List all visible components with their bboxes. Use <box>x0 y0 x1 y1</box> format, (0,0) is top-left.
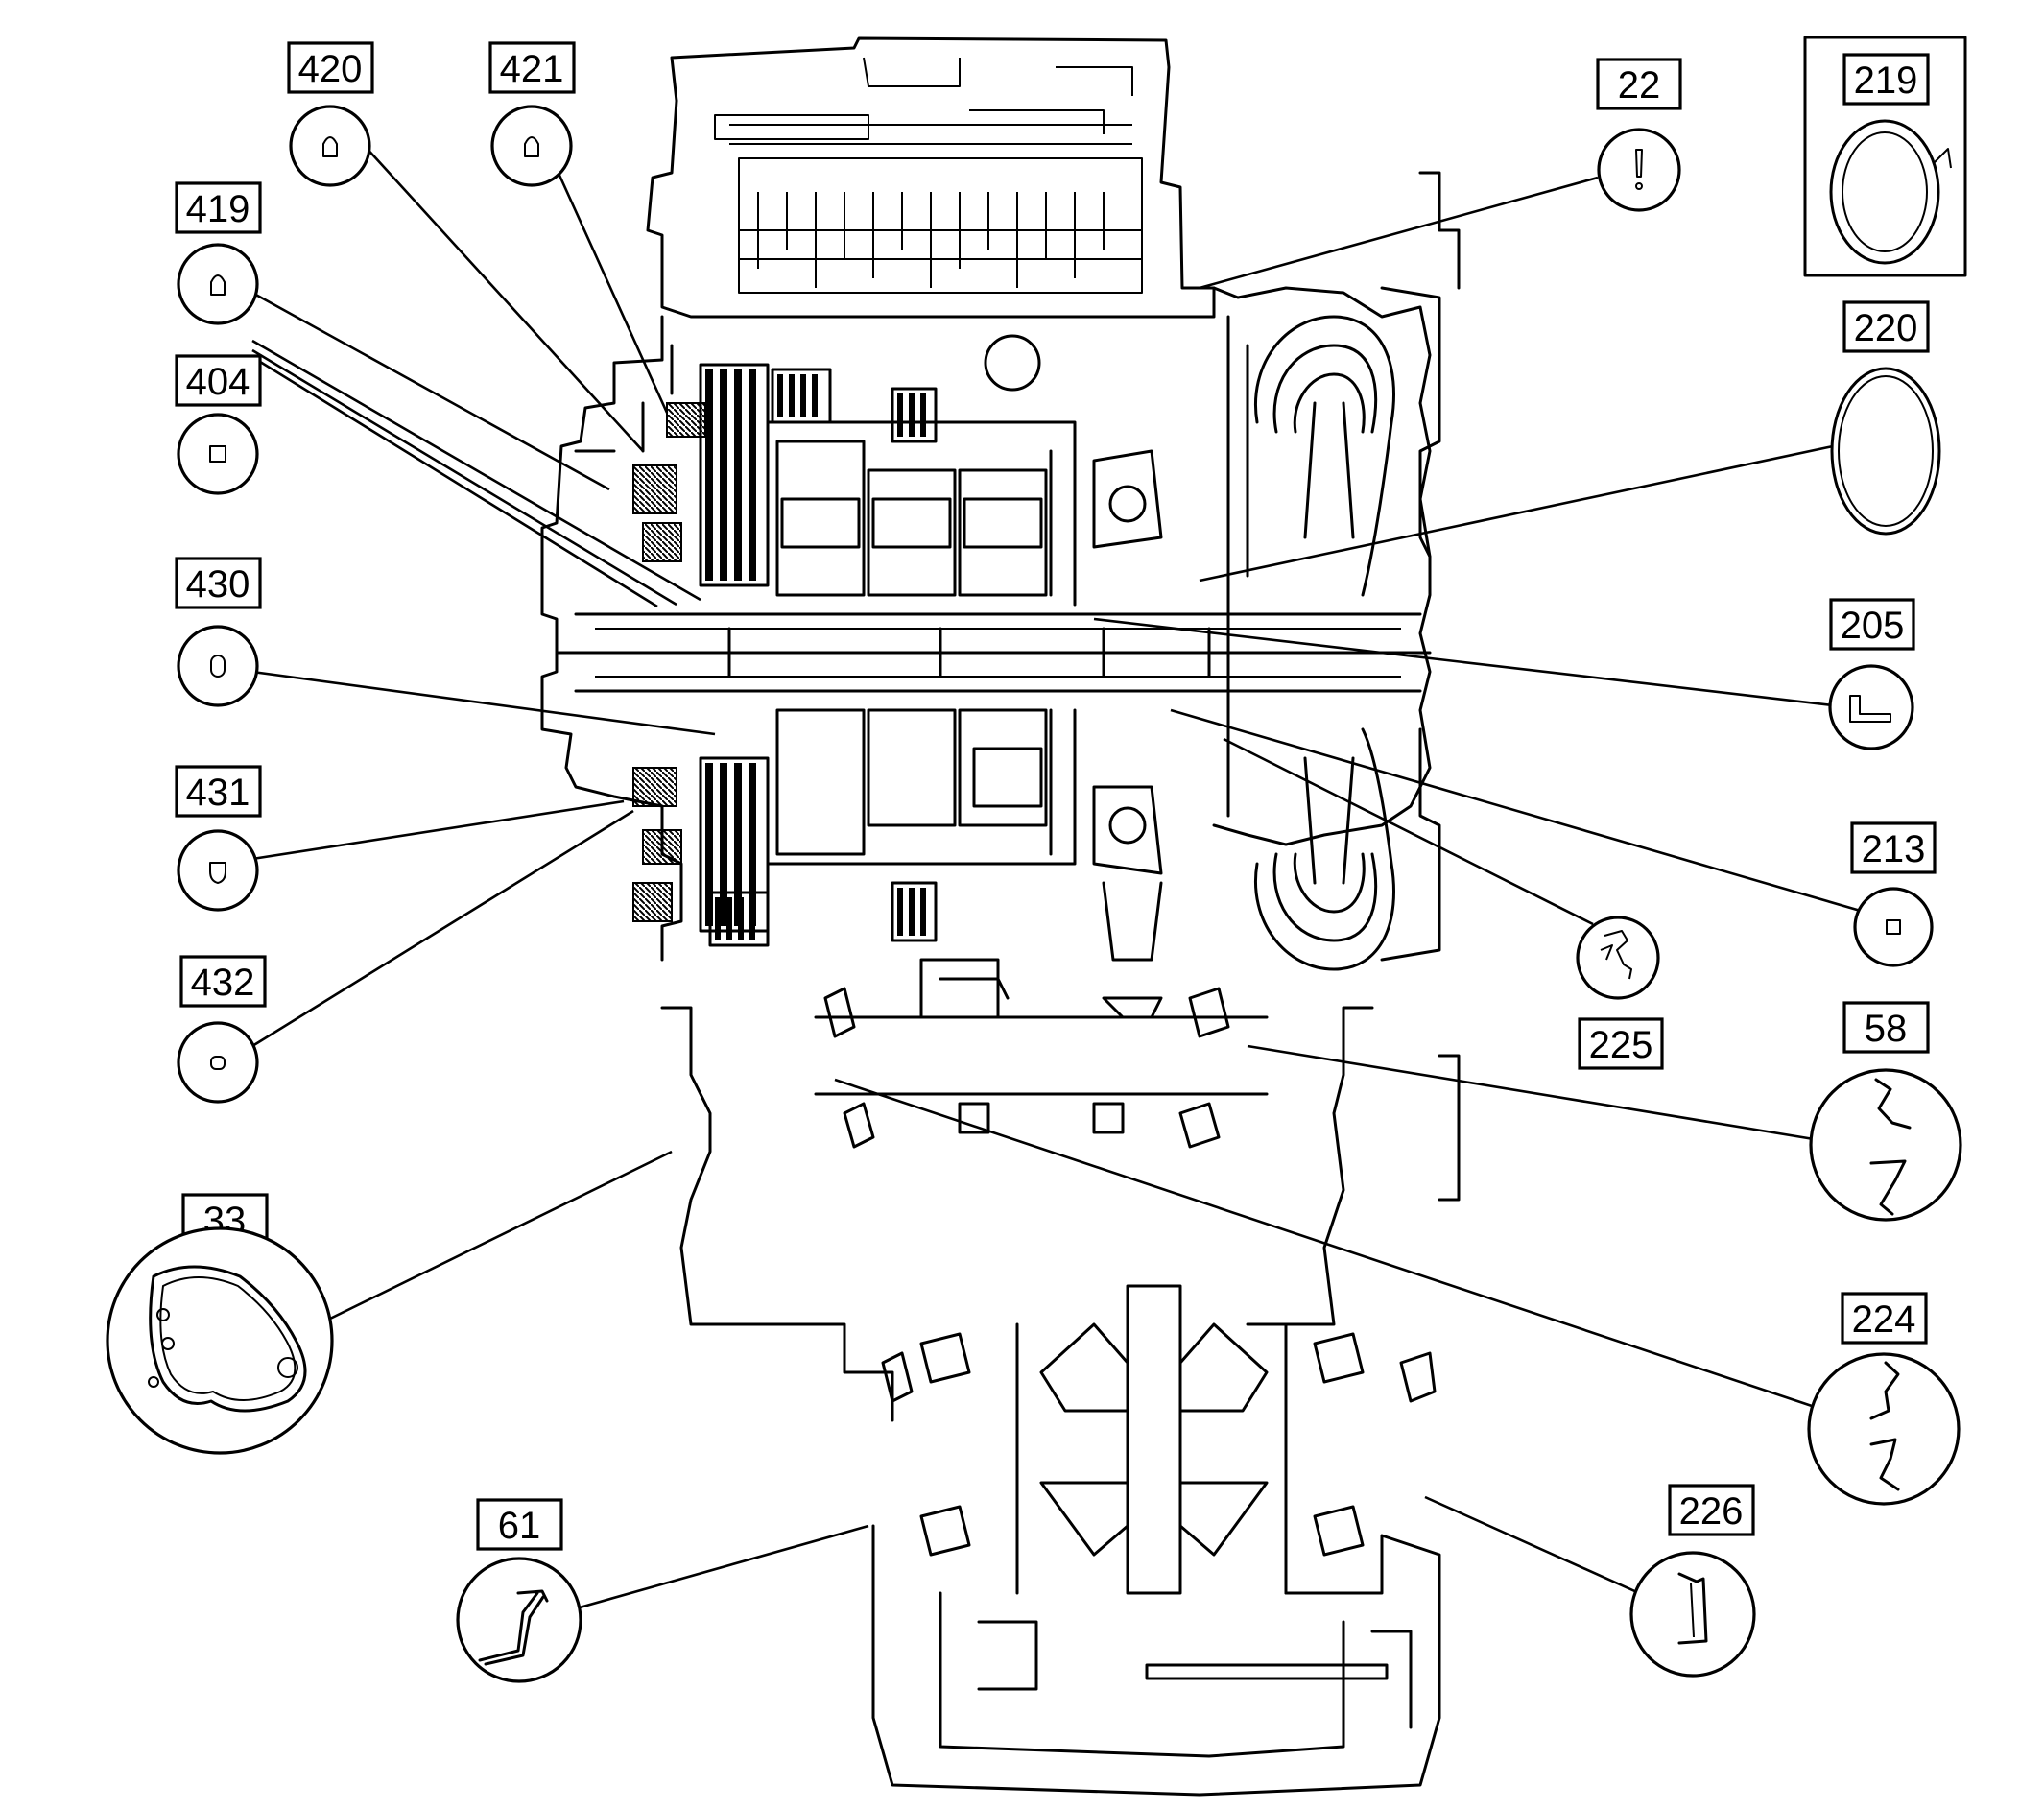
callout-430-number: 430 <box>186 563 250 606</box>
axle-seal-icon <box>456 1557 582 1683</box>
callout-22-number: 22 <box>1618 64 1661 107</box>
seal-oval-icon <box>177 625 259 707</box>
main-shaft <box>574 612 1422 693</box>
upper-planetary-sets <box>766 420 1077 607</box>
callout-22: 22 <box>1596 58 1682 212</box>
upper-clutch-pack <box>632 363 938 587</box>
callout-420: 420 <box>287 41 374 187</box>
callout-419-number: 419 <box>186 188 250 230</box>
callout-220: 220 <box>1830 300 1941 536</box>
callout-219-frame <box>1803 36 1967 277</box>
snap-ring-icon <box>1829 119 1940 265</box>
callout-226-number: 226 <box>1679 1490 1744 1533</box>
lower-planetary-sets <box>766 708 1077 866</box>
callout-205-number: 205 <box>1841 605 1905 647</box>
lip-seal-pair-icon <box>1809 1068 1962 1222</box>
valve-body-cover <box>670 36 1216 319</box>
transmission-assembly <box>540 36 1461 1797</box>
callout-220-number: 220 <box>1854 307 1918 349</box>
callout-224: 224 <box>1807 1292 1961 1506</box>
torque-converter-housing <box>1212 286 1432 846</box>
callout-421: 421 <box>488 41 576 187</box>
differential <box>919 1284 1365 1595</box>
callout-431-number: 431 <box>186 772 250 814</box>
final-drive-housing <box>660 1006 1374 1422</box>
seal-square-icon <box>177 413 259 495</box>
callout-431: 431 <box>175 765 262 912</box>
seal-shield-icon <box>177 829 259 912</box>
oil-pan <box>871 1524 1441 1797</box>
callout-421-number: 421 <box>500 48 564 90</box>
callout-419: 419 <box>175 181 262 325</box>
valve-body-outline <box>646 99 1211 319</box>
leader-lines <box>251 133 1865 1611</box>
callout-432-number: 432 <box>191 962 255 1004</box>
callout-224-number: 224 <box>1852 1298 1916 1341</box>
callout-58: 58 <box>1809 1001 1962 1222</box>
case-gasket-icon <box>106 1226 334 1455</box>
callout-404: 404 <box>175 354 262 495</box>
callout-33: 33 <box>106 1193 334 1455</box>
torque-converter-upper <box>1254 315 1395 597</box>
torque-converter-lower <box>1254 727 1395 971</box>
snap-ring-icon <box>1830 367 1941 536</box>
callout-432: 432 <box>177 955 267 1104</box>
callout-226: 226 <box>1629 1484 1756 1678</box>
callout-58-number: 58 <box>1865 1008 1908 1050</box>
callout-61: 61 <box>456 1498 582 1683</box>
callout-225: 225 <box>1576 916 1664 1070</box>
pan-magnet <box>1145 1663 1389 1680</box>
seal-l-section-icon <box>1828 664 1914 750</box>
pin-seal-icon <box>1597 128 1681 212</box>
lower-clutch-pack <box>632 756 938 947</box>
lip-seal-pair-icon <box>1807 1352 1961 1506</box>
callout-420-number: 420 <box>298 48 363 90</box>
callout-404-number: 404 <box>186 361 250 403</box>
valve-body-channels <box>738 157 1143 294</box>
seal-square-icon <box>1853 887 1934 967</box>
seal-round-d-icon <box>289 105 371 187</box>
callout-219-number: 219 <box>1854 60 1918 102</box>
callout-61-number: 61 <box>498 1505 541 1547</box>
seal-round-d-icon <box>177 243 259 325</box>
transfer-gear <box>1092 449 1163 875</box>
callout-225-number: 225 <box>1589 1024 1653 1066</box>
callout-213-number: 213 <box>1862 828 1926 870</box>
callout-430: 430 <box>175 557 262 707</box>
callout-219: 219 <box>1803 36 1967 277</box>
lip-seal-icon <box>1576 916 1660 1000</box>
seal-small-round-icon <box>177 1021 259 1104</box>
filter-port <box>984 334 1041 392</box>
callout-213: 213 <box>1850 821 1937 967</box>
seal-round-d-icon <box>490 105 573 187</box>
callout-205: 205 <box>1828 598 1915 750</box>
